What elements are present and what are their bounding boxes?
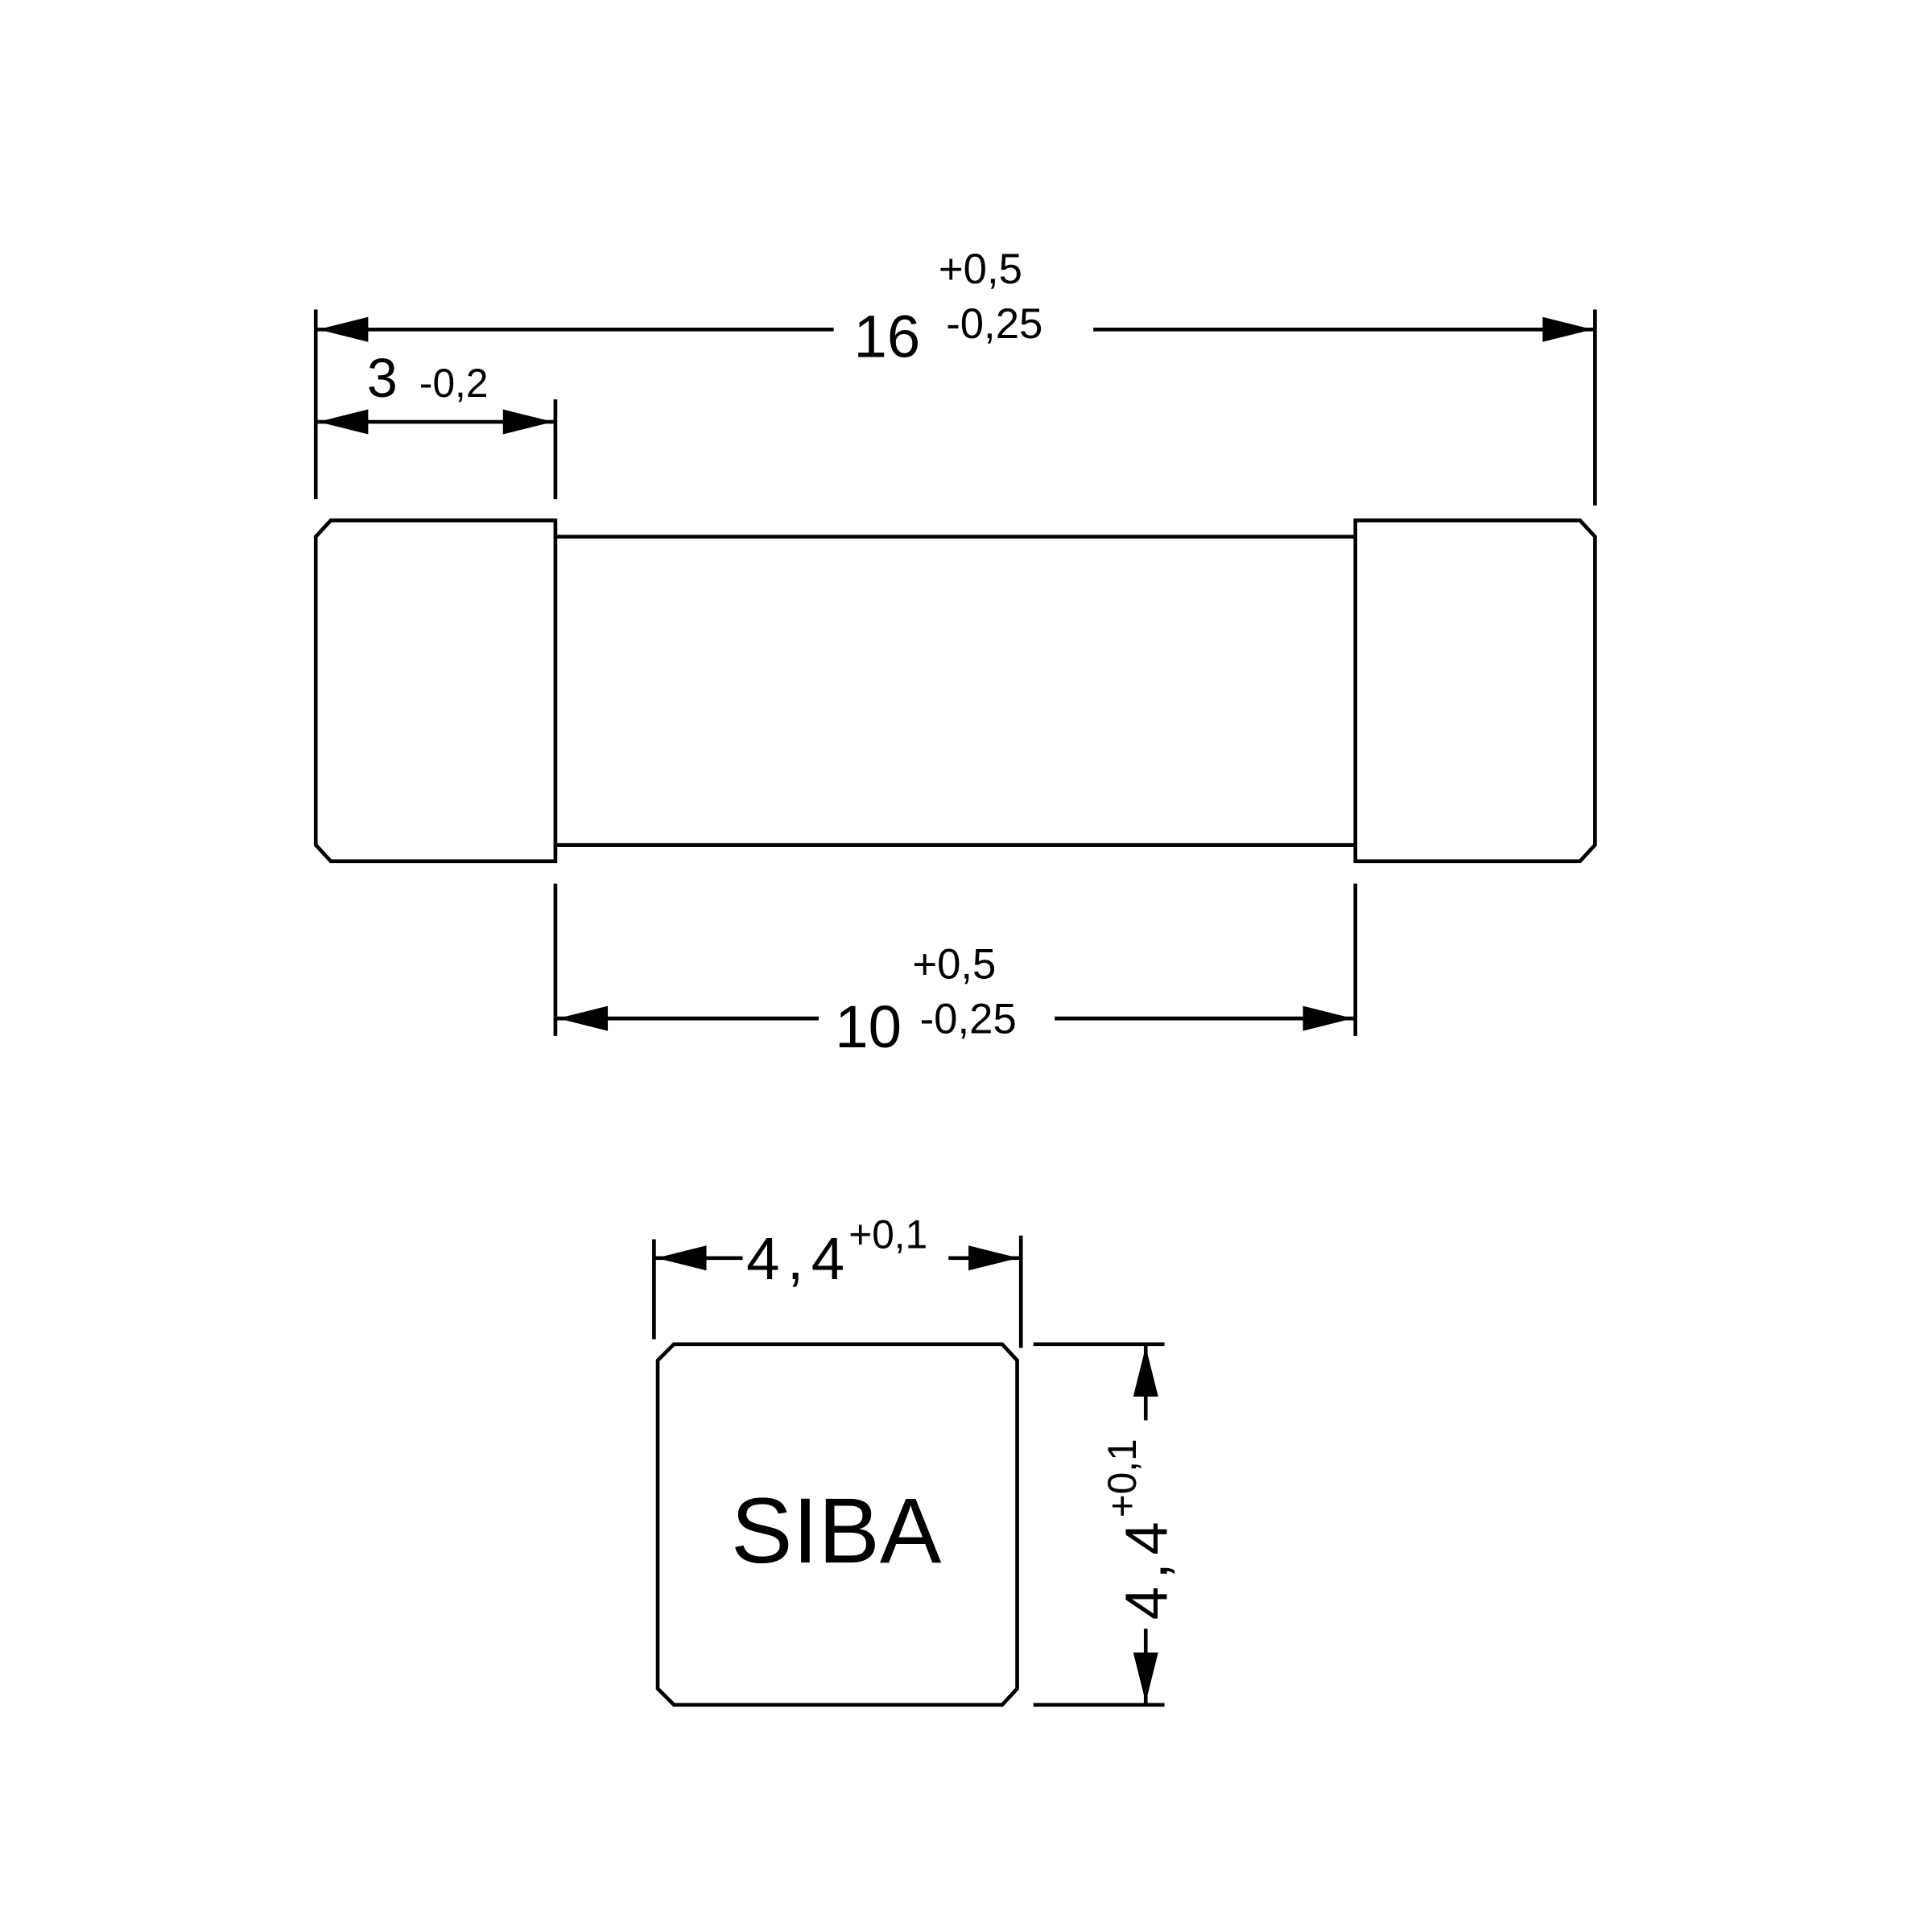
end-width-dimension: 4,4 +0,1 [652, 1212, 1023, 1348]
body-length-dimension: 10 +0,5 -0,25 [553, 883, 1358, 1060]
overall-length-upper-tol: +0,5 [939, 246, 1022, 293]
end-height-value: 4,4 [1113, 1514, 1180, 1620]
end-width-value: 4,4 [746, 1225, 852, 1292]
arrow-right-icon [1542, 316, 1593, 342]
right-end-cap [1353, 518, 1597, 864]
end-width-tol: +0,1 [848, 1212, 927, 1257]
arrow-left-icon [656, 1245, 707, 1271]
arrow-left-icon [318, 409, 369, 435]
body-length-lower-tol: -0,25 [920, 996, 1017, 1043]
brand-label: SIBA [731, 1480, 942, 1583]
end-height-tol: +0,1 [1100, 1439, 1145, 1517]
left-end-cap [313, 518, 558, 864]
overall-length-dimension: 16 +0,5 -0,25 [313, 246, 1597, 506]
fuse-side-view [313, 518, 1597, 864]
arrow-down-icon [1133, 1652, 1158, 1703]
arrow-right-icon [502, 409, 553, 435]
arrow-right-icon [1302, 1005, 1353, 1031]
arrow-right-icon [968, 1245, 1019, 1271]
cap-length-dimension: 3 -0,2 [316, 348, 558, 500]
fuse-end-view: SIBA [655, 1342, 1019, 1707]
arrow-left-icon [558, 1005, 609, 1031]
body-length-value: 10 [835, 993, 902, 1060]
overall-length-value: 16 [853, 303, 920, 369]
end-view-outline [655, 1342, 1019, 1707]
cap-length-tol: -0,2 [419, 361, 488, 406]
arrow-left-icon [318, 316, 369, 342]
arrow-up-icon [1133, 1346, 1158, 1397]
overall-length-lower-tol: -0,25 [946, 300, 1042, 348]
end-height-dimension: 4,4 +0,1 [1033, 1342, 1180, 1707]
cap-length-value: 3 [367, 348, 398, 409]
body-length-upper-tol: +0,5 [912, 941, 996, 989]
